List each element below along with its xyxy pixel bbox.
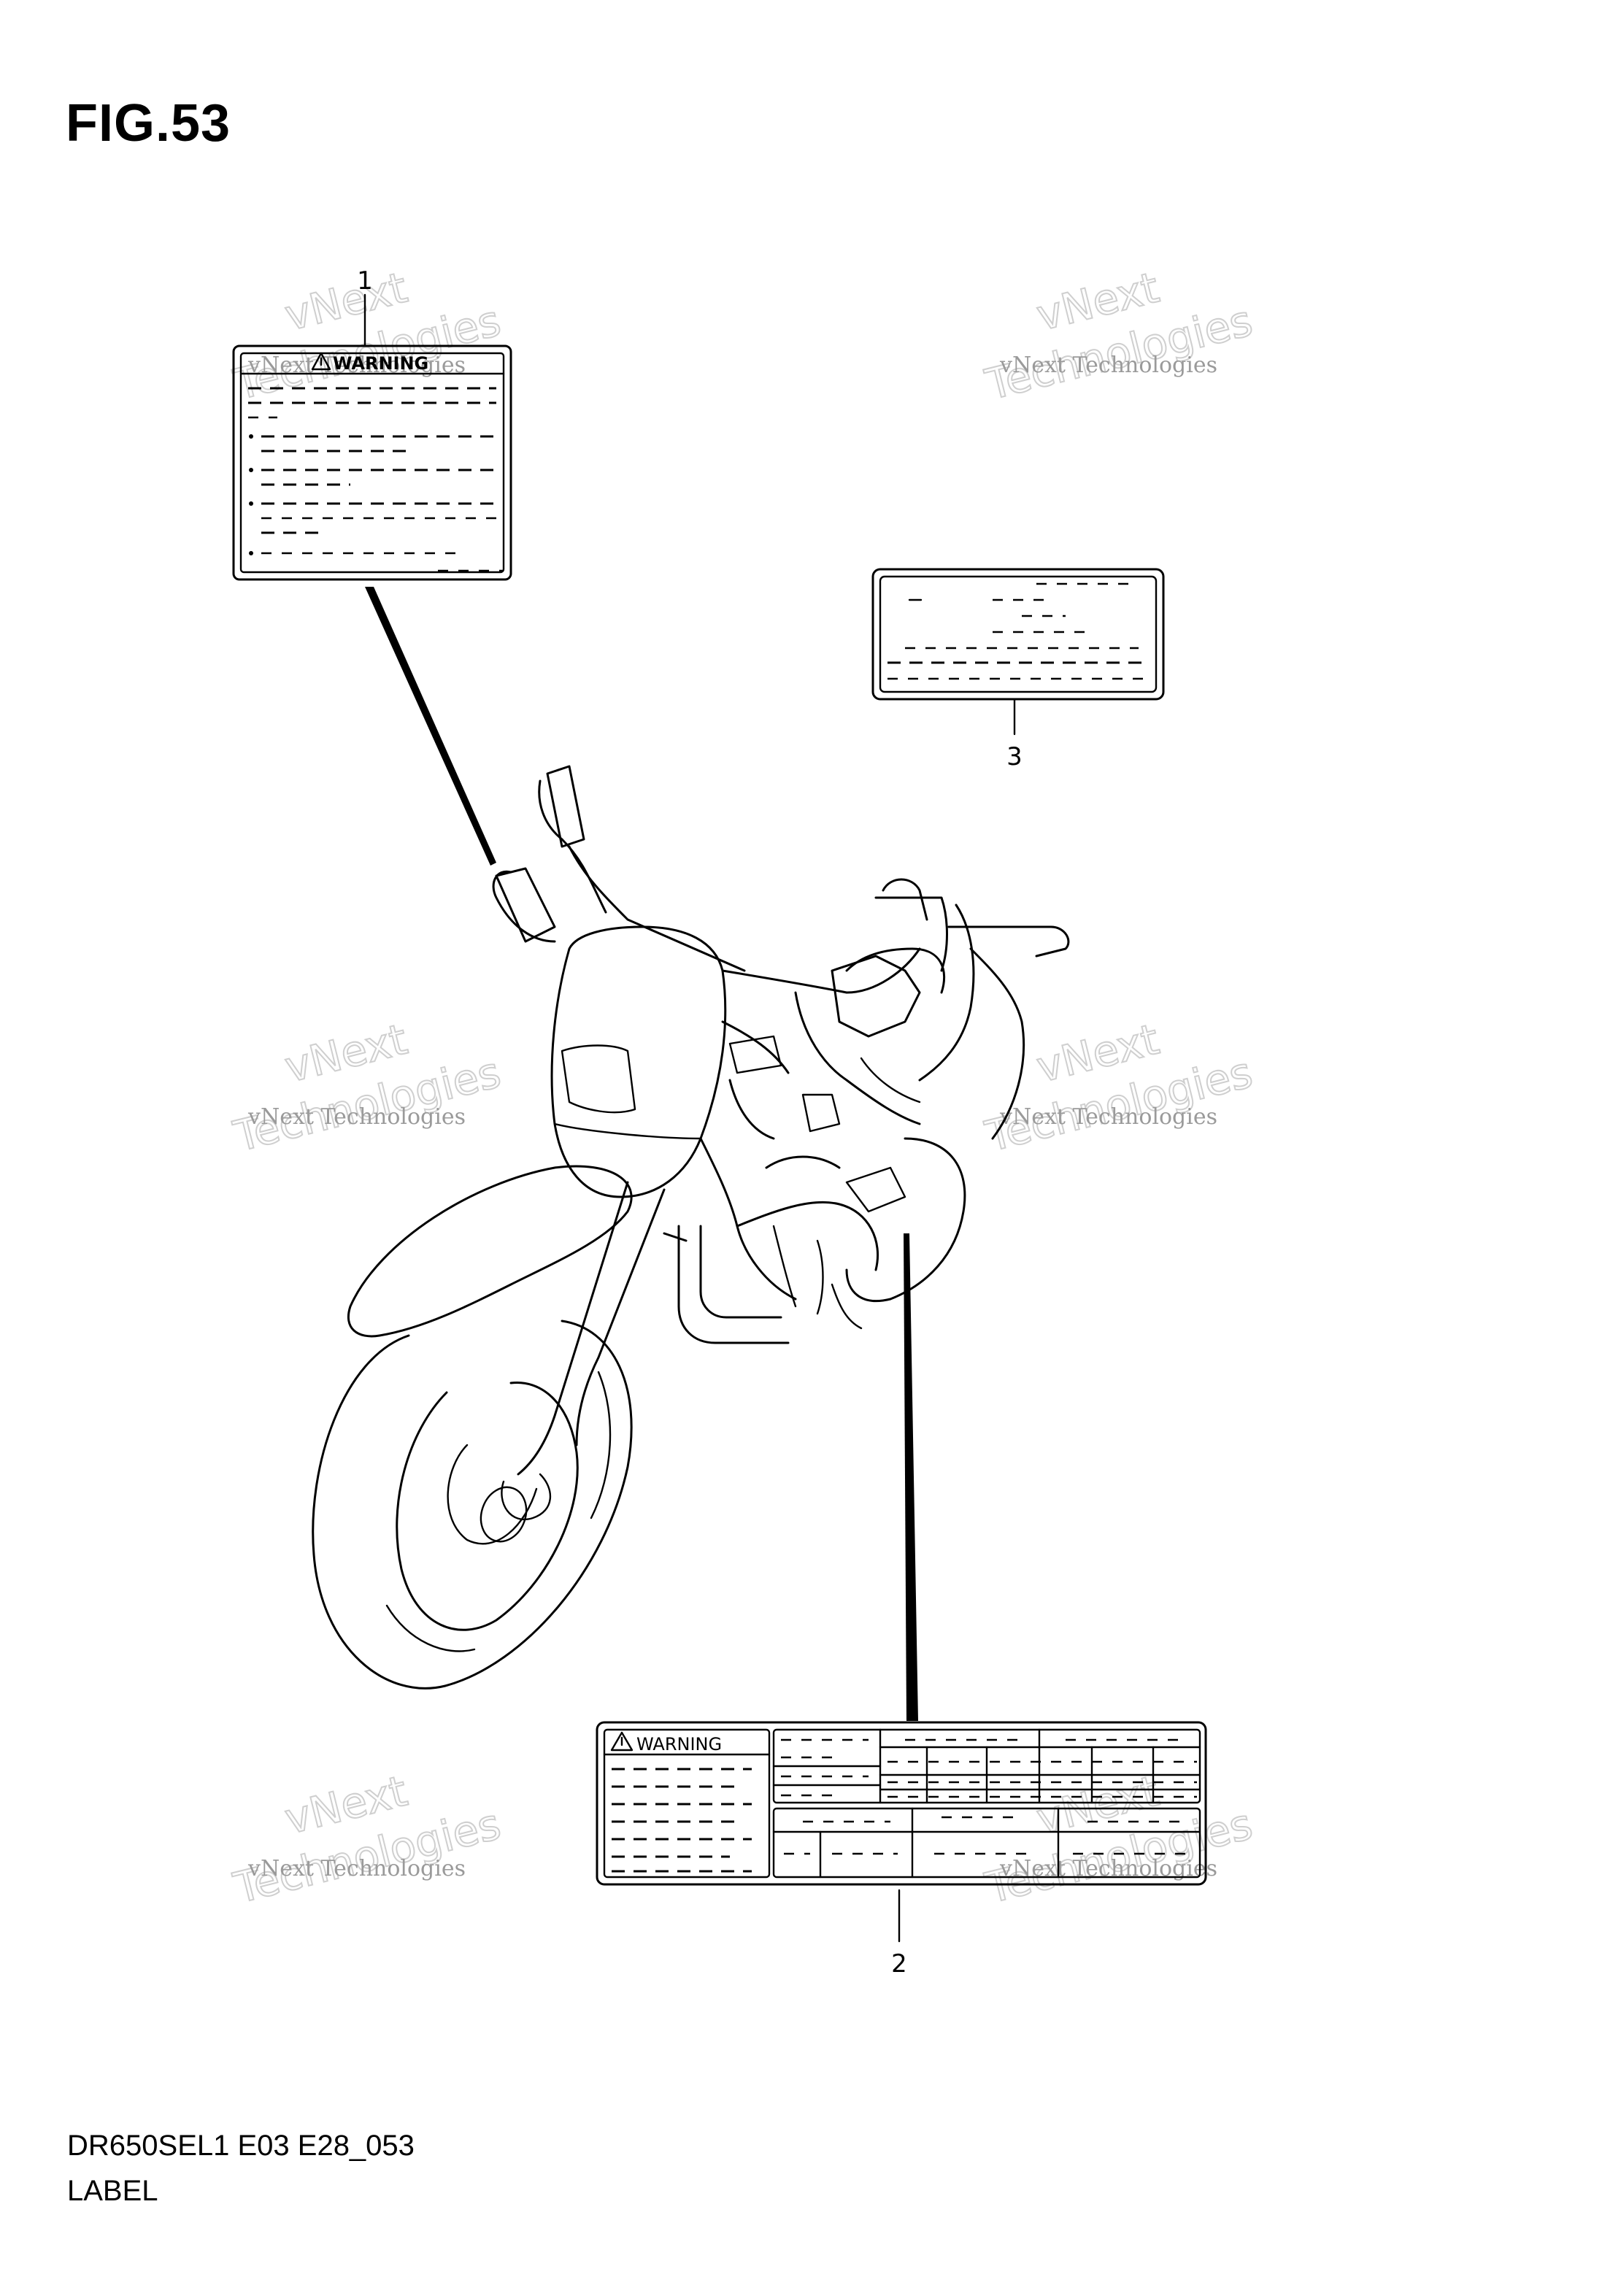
callout-2: 2: [891, 1889, 907, 1979]
figure-title: FIG.53: [66, 94, 231, 153]
callout-2-number: 2: [891, 1949, 907, 1979]
label-1: WARNING: [232, 344, 512, 581]
figure-subtitle: LABEL: [67, 2175, 158, 2207]
callout-1: 1: [357, 266, 373, 347]
watermark-4: vNext Technologies vNext Technologies: [979, 1014, 1258, 1163]
warning-triangle-icon: [610, 1731, 634, 1752]
leader-2: [904, 1233, 918, 1721]
label-2-warning-text: WARNING: [636, 1734, 722, 1754]
watermark-text-c: vNext Technologies: [247, 1856, 466, 1881]
watermark-5: vNext Technologies vNext Technologies: [228, 1765, 506, 1914]
label-3: [871, 568, 1165, 701]
motorcycle-drawing: [312, 765, 1070, 1690]
label-2: WARNING: [596, 1721, 1207, 1886]
watermark-2: vNext Technologies vNext Technologies: [979, 262, 1258, 411]
warning-triangle-icon: [311, 352, 331, 371]
callout-1-number: 1: [357, 266, 373, 296]
callout-3: 3: [1006, 698, 1023, 771]
watermark-text-c: vNext Technologies: [999, 353, 1217, 378]
watermark-3: vNext Technologies vNext Technologies: [228, 1014, 506, 1163]
callout-3-number: 3: [1006, 742, 1023, 771]
figure-code: DR650SEL1 E03 E28_053: [67, 2130, 415, 2162]
watermark-text-c: vNext Technologies: [247, 1104, 466, 1130]
watermark-text-c: vNext Technologies: [999, 1104, 1217, 1130]
leader-1: [365, 587, 496, 866]
label-1-warning-text: WARNING: [333, 353, 428, 374]
